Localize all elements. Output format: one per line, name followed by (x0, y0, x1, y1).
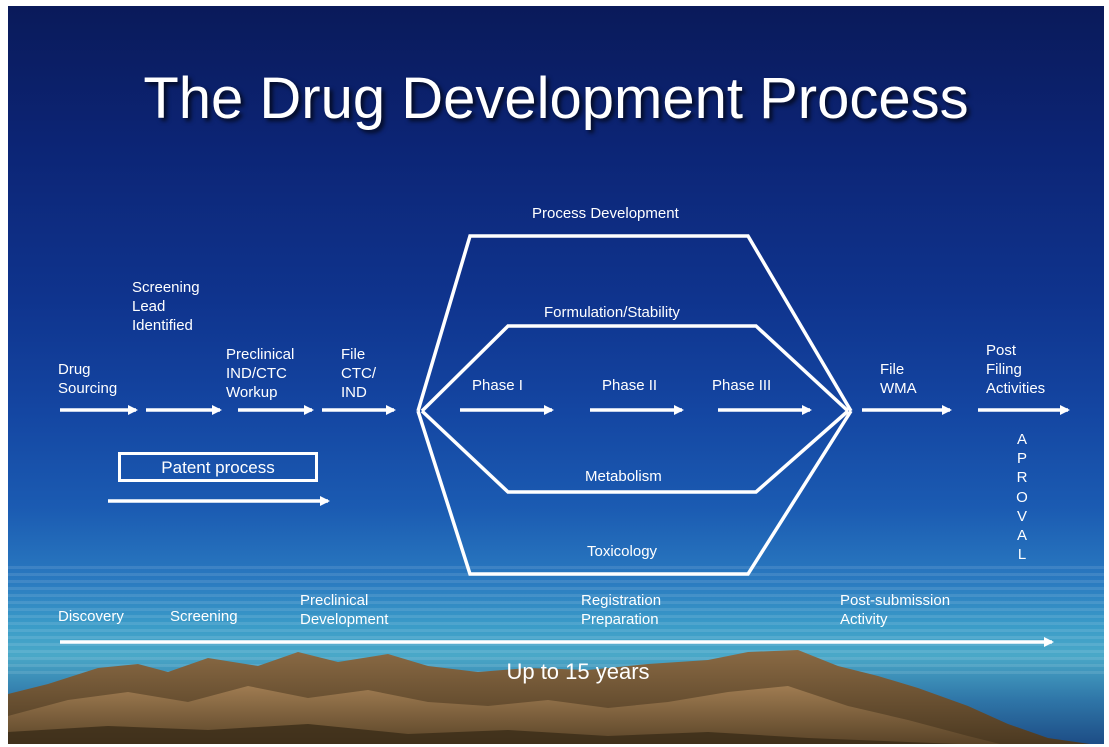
timeline-screening: Screening (170, 608, 238, 625)
mountain-range-illustration (8, 650, 1090, 744)
timeline-duration: Up to 15 years (506, 659, 650, 684)
label-phase-1: Phase I (472, 377, 523, 394)
process-development-track (416, 234, 853, 412)
approval-letter: O (1016, 488, 1028, 506)
label-drug-sourcing: Drug Sourcing (58, 361, 118, 397)
label-process-development: Process Development (532, 205, 679, 222)
toxicology-track (416, 410, 853, 576)
formulation-stability-track (420, 324, 850, 413)
label-patent-process: Patent process (161, 458, 275, 477)
approval-letter: V (1016, 507, 1027, 525)
label-file-ctc-ind: File CTC/ IND (341, 346, 376, 401)
slide: The Drug Development Process Drug Sourci… (8, 6, 1104, 744)
process-diagram-lines (60, 234, 1070, 647)
timeline-post-submission-activity: Post-submission Activity (840, 592, 951, 628)
metabolism-track (420, 409, 850, 494)
label-toxicology: Toxicology (587, 543, 658, 560)
label-preclinical-workup: Preclinical IND/CTC Workup (226, 346, 295, 401)
label-metabolism: Metabolism (585, 468, 662, 485)
approval-letter: A (1016, 431, 1027, 448)
label-file-wma: File WMA (880, 361, 917, 397)
label-screening-lead: Screening Lead Identified (132, 279, 200, 334)
approval-letter: A (1016, 527, 1027, 545)
label-phase-2: Phase II (602, 377, 658, 394)
timeline-discovery: Discovery (58, 608, 124, 625)
approval-vertical-label: A P R O V A L (1012, 430, 1032, 564)
timeline-preclinical-development: Preclinical Development (300, 592, 389, 628)
approval-letter: P (1016, 450, 1027, 468)
label-formulation-stability: Formulation/Stability (544, 304, 680, 321)
patent-process-box (118, 452, 318, 482)
page-title: The Drug Development Process (143, 66, 969, 131)
approval-letter: L (1017, 546, 1027, 564)
approval-letter: R (1016, 469, 1028, 487)
horizon-stripes (8, 566, 1104, 676)
label-phase-3: Phase III (712, 377, 772, 394)
label-post-filing: Post Filing Activities (986, 342, 1046, 397)
timeline-registration-preparation: Registration Preparation (581, 592, 662, 628)
